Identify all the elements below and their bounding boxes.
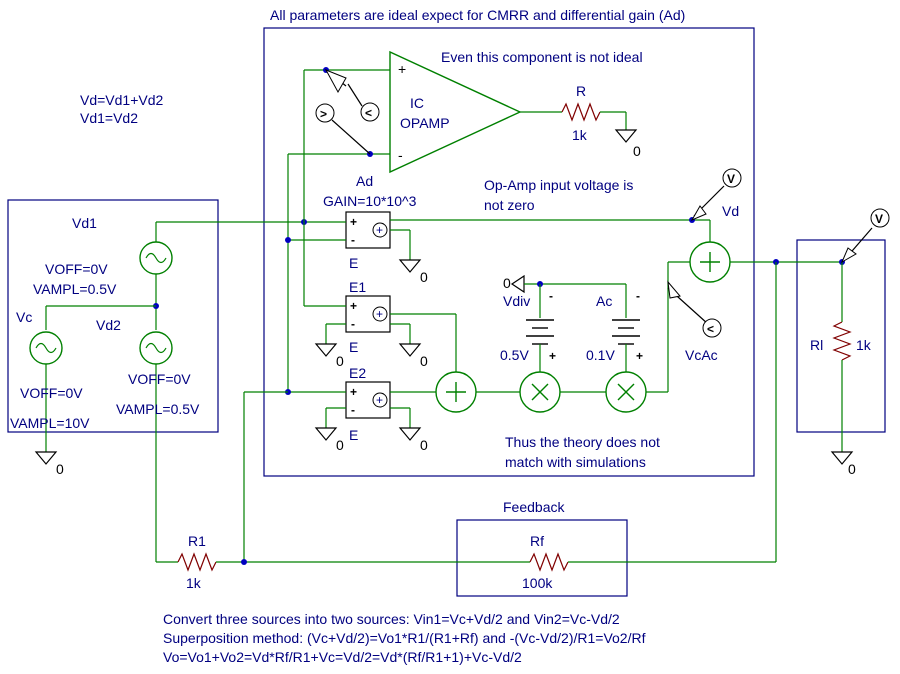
- input-note-1: Op-Amp input voltage is: [484, 177, 633, 193]
- resistor-r-ref: R: [576, 83, 586, 99]
- equation-line-2: Superposition method: (Vc+Vd/2)=Vo1*R1/(…: [163, 630, 646, 646]
- svg-text:0: 0: [503, 275, 511, 291]
- feedback-box: [456, 519, 628, 597]
- probe-gt-text: >: [320, 107, 327, 121]
- svg-text:0: 0: [336, 353, 344, 369]
- probe-vcac-icon: [702, 318, 722, 338]
- svg-text:V: V: [727, 172, 735, 186]
- svg-text:+: +: [350, 385, 357, 399]
- vc-voff: VOFF=0V: [20, 385, 83, 401]
- probe-lt-icon: [360, 102, 380, 122]
- equation-vd1: Vd1=Vd2: [80, 110, 138, 126]
- equation-vd: Vd=Vd1+Vd2: [80, 92, 164, 108]
- ac-value: 0.1V: [586, 347, 615, 363]
- e2-e-label: E: [349, 427, 358, 443]
- vcac-label: VcAc: [685, 347, 718, 363]
- probe-gt-icon: [315, 103, 335, 123]
- svg-text:+: +: [350, 299, 357, 313]
- ground-r-label: 0: [633, 143, 641, 159]
- vdiv-ref: Vdiv: [503, 293, 530, 309]
- svg-text:+: +: [376, 223, 383, 237]
- vc-vampl: VAMPL=10V: [10, 415, 90, 431]
- e1-ref: E1: [349, 279, 366, 295]
- probe-rl-icon: [870, 208, 890, 228]
- svg-text:0: 0: [336, 437, 344, 453]
- ac-ref: Ac: [596, 293, 612, 309]
- rf-ref: Rf: [530, 533, 544, 549]
- svg-text:+: +: [376, 307, 383, 321]
- svg-text:V: V: [875, 212, 883, 226]
- opamp-minus: -: [398, 147, 403, 163]
- e2-ref: E2: [349, 365, 366, 381]
- vd1-ref: Vd1: [72, 215, 97, 231]
- vdiv-value: 0.5V: [500, 347, 529, 363]
- rl-ref: Rl: [810, 337, 823, 353]
- resistor-r1: [177, 552, 217, 572]
- svg-text:-: -: [636, 289, 640, 303]
- svg-text:-: -: [351, 317, 355, 331]
- ad-ref: Ad: [356, 173, 373, 189]
- resistor-rf: [529, 552, 569, 572]
- svg-text:0: 0: [420, 437, 428, 453]
- vd1-voff: VOFF=0V: [45, 261, 108, 277]
- r1-value: 1k: [186, 575, 202, 591]
- svg-text:-: -: [351, 403, 355, 417]
- rl-value: 1k: [856, 337, 872, 353]
- svg-text:0: 0: [420, 269, 428, 285]
- vd-label: Vd: [722, 203, 739, 219]
- ad-value: GAIN=10*10^3: [323, 193, 417, 209]
- svg-text:+: +: [636, 349, 643, 363]
- input-note-2: not zero: [484, 197, 535, 213]
- ground-r: [614, 129, 638, 143]
- svg-text:0: 0: [56, 461, 64, 477]
- r1-ref: R1: [188, 533, 206, 549]
- header-note: All parameters are ideal expect for CMRR…: [270, 7, 685, 23]
- svg-text:<: <: [707, 322, 714, 336]
- feedback-title: Feedback: [503, 499, 565, 515]
- opamp-value: OPAMP: [400, 115, 450, 131]
- subcircuit-box: [263, 27, 755, 477]
- probe-lt-text: <: [365, 106, 372, 120]
- load-box: [796, 239, 886, 433]
- opamp-symbol: [389, 50, 522, 174]
- vd1-vampl: VAMPL=0.5V: [33, 281, 117, 297]
- svg-text:0: 0: [420, 353, 428, 369]
- vd2-voff: VOFF=0V: [128, 371, 191, 387]
- svg-text:+: +: [376, 393, 383, 407]
- ad-e-label: E: [349, 255, 358, 271]
- source-box: [7, 199, 219, 433]
- svg-text:-: -: [549, 289, 553, 303]
- equation-line-3: Vo=Vo1+Vo2=Vd*Rf/R1+Vc=Vd/2=Vd*(Rf/R1+1)…: [163, 649, 522, 665]
- opamp-ref: IC: [410, 95, 424, 111]
- rf-value: 100k: [522, 575, 553, 591]
- vd2-vampl: VAMPL=0.5V: [116, 401, 200, 417]
- svg-text:0: 0: [848, 461, 856, 477]
- opamp-plus: +: [398, 61, 406, 77]
- resistor-r: [561, 102, 601, 122]
- svg-text:-: -: [351, 233, 355, 247]
- theory-note-2: match with simulations: [505, 454, 646, 470]
- probe-vd-icon: [722, 168, 742, 188]
- svg-text:+: +: [350, 215, 357, 229]
- vd2-ref: Vd2: [96, 317, 121, 333]
- svg-text:+: +: [549, 349, 556, 363]
- vc-ref: Vc: [16, 309, 32, 325]
- resistor-rl: [832, 321, 852, 361]
- e1-e-label: E: [349, 339, 358, 355]
- opamp-note: Even this component is not ideal: [441, 49, 643, 65]
- theory-note-1: Thus the theory does not: [505, 434, 660, 450]
- resistor-r-value: 1k: [572, 127, 588, 143]
- equation-line-1: Convert three sources into two sources: …: [163, 611, 620, 627]
